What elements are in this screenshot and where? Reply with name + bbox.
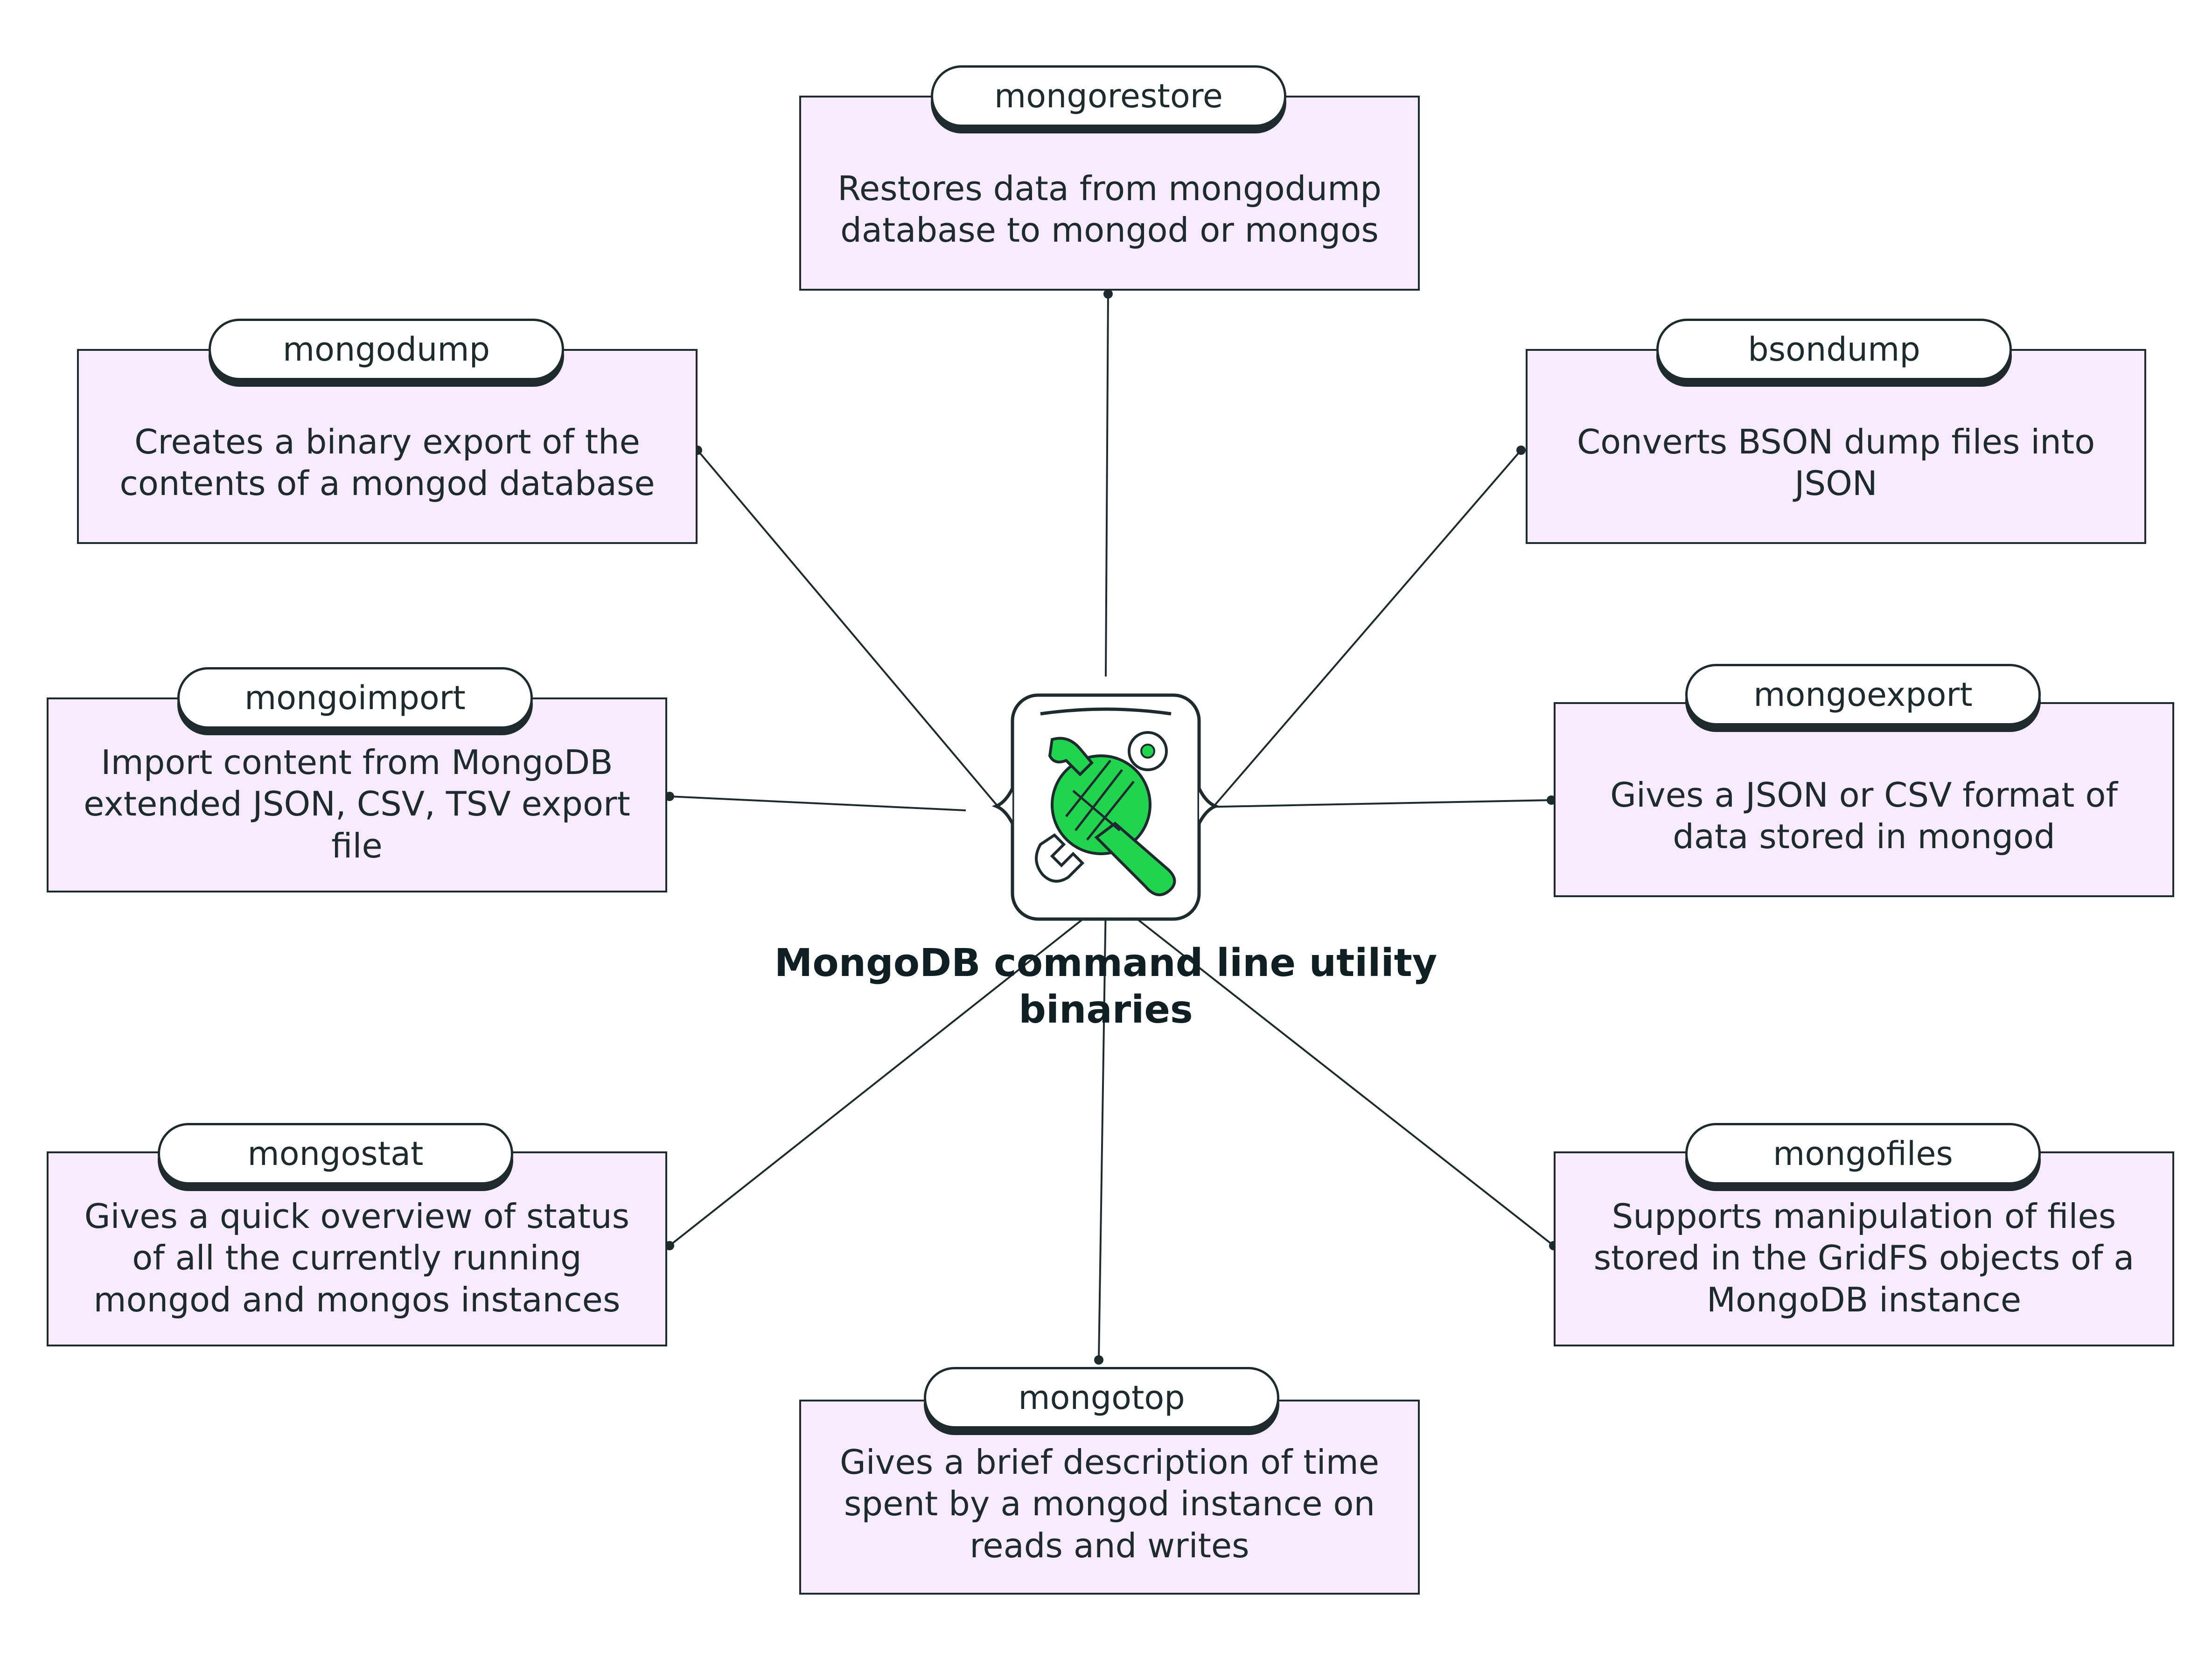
pill-bsondump: bsondump (1656, 319, 2012, 380)
card-bsondump: Converts BSON dump files into JSON (1526, 349, 2146, 544)
card-description: Supports manipulation of files stored in… (1593, 1197, 2135, 1319)
connector-mongotop (1098, 902, 1107, 1360)
connector-dot-bsondump (1516, 446, 1526, 455)
connector-dot-mongostat (665, 1241, 674, 1250)
pill-mongoimport: mongoimport (177, 667, 533, 729)
connector-dot-mongoimport (665, 792, 674, 801)
diagram-title: MongoDB command line utility binaries (774, 941, 1437, 1032)
connector-mongoexport (1199, 799, 1552, 808)
connector-mongorestore (1105, 293, 1109, 677)
connector-mongoimport (669, 795, 966, 811)
pill-mongofiles: mongofiles (1685, 1123, 2041, 1185)
card-mongoimport: Import content from MongoDB extended JSO… (47, 697, 667, 892)
connector-bsondump (1212, 449, 1522, 808)
pill-mongoexport: mongoexport (1685, 664, 2041, 725)
card-description: Import content from MongoDB extended JSO… (84, 743, 630, 865)
card-mongotop: Gives a brief description of time spent … (799, 1400, 1420, 1595)
card-description: Converts BSON dump files into JSON (1577, 422, 2095, 503)
pill-mongodump: mongodump (209, 319, 564, 380)
connector-mongodump (697, 449, 999, 808)
card-mongoexport: Gives a JSON or CSV format of data store… (1554, 702, 2174, 897)
card-description: Creates a binary export of the contents … (119, 422, 655, 503)
wrench-gear-icon (991, 693, 1220, 921)
pill-mongorestore: mongorestore (931, 65, 1286, 127)
card-description: Gives a quick overview of status of all … (84, 1197, 630, 1319)
card-description: Gives a JSON or CSV format of data store… (1610, 775, 2118, 856)
connector-dot-mongotop (1094, 1355, 1103, 1365)
pill-mongostat: mongostat (158, 1123, 513, 1185)
connector-mongostat (669, 911, 1093, 1247)
card-mongorestore: Restores data from mongodump database to… (799, 96, 1420, 291)
connector-mongofiles (1109, 897, 1555, 1247)
pill-mongotop: mongotop (924, 1367, 1279, 1429)
card-description: Restores data from mongodump database to… (837, 168, 1382, 250)
card-description: Gives a brief description of time spent … (839, 1443, 1380, 1565)
card-mongodump: Creates a binary export of the contents … (77, 349, 698, 544)
connector-dot-mongorestore (1103, 289, 1113, 299)
